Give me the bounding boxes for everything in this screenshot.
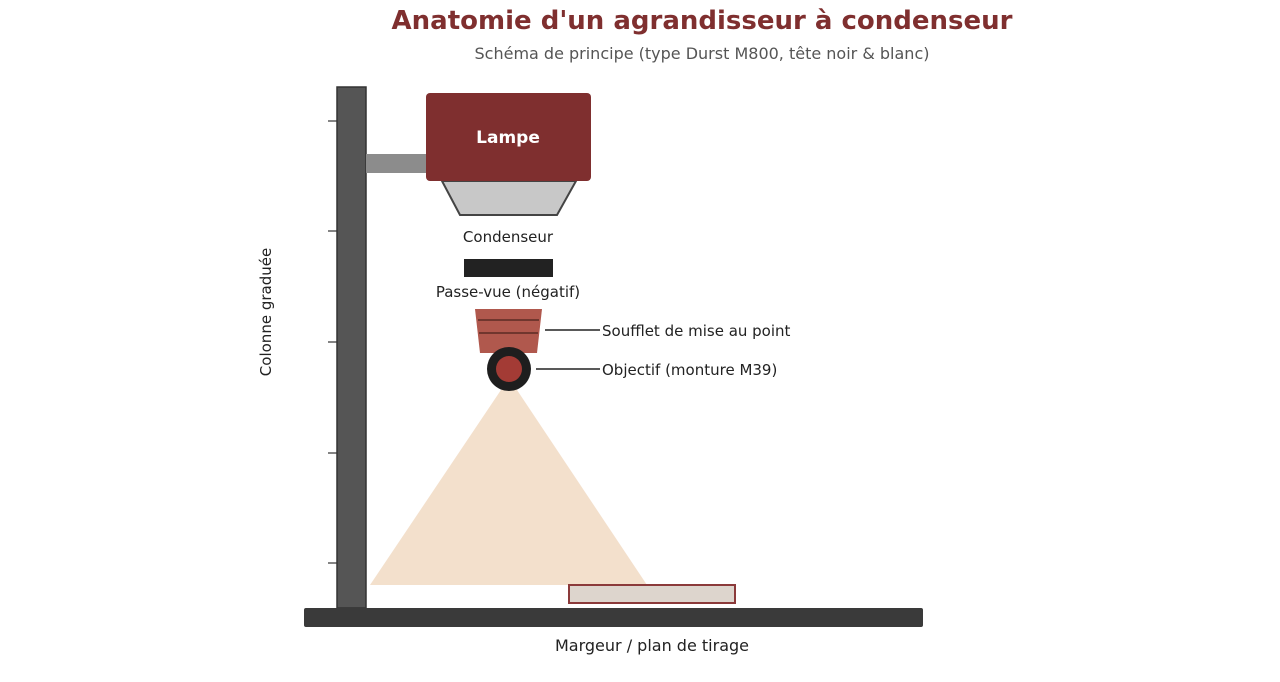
column-ticks (328, 120, 337, 564)
column-label: Colonne graduée (257, 248, 275, 376)
head-arm (366, 154, 428, 173)
condenser (440, 180, 578, 216)
diagram-title: Anatomie d'un agrandisseur à condenseur (391, 6, 1013, 36)
negative-carrier (464, 259, 553, 277)
column (336, 86, 367, 609)
easel-label: Margeur / plan de tirage (555, 636, 749, 655)
bellows (475, 309, 542, 353)
lens-label: Objectif (monture M39) (602, 361, 777, 379)
diagram-subtitle: Schéma de principe (type Durst M800, têt… (474, 44, 930, 63)
baseboard (304, 608, 923, 627)
condenser-label: Condenseur (463, 228, 554, 246)
light-cone (370, 378, 647, 585)
negative-carrier-label: Passe-vue (négatif) (436, 283, 580, 301)
bellows-label: Soufflet de mise au point (602, 322, 791, 340)
easel (568, 584, 736, 604)
lens-glass (496, 356, 522, 382)
lamp-label: Lampe (476, 128, 540, 148)
lamp-housing (426, 93, 591, 181)
